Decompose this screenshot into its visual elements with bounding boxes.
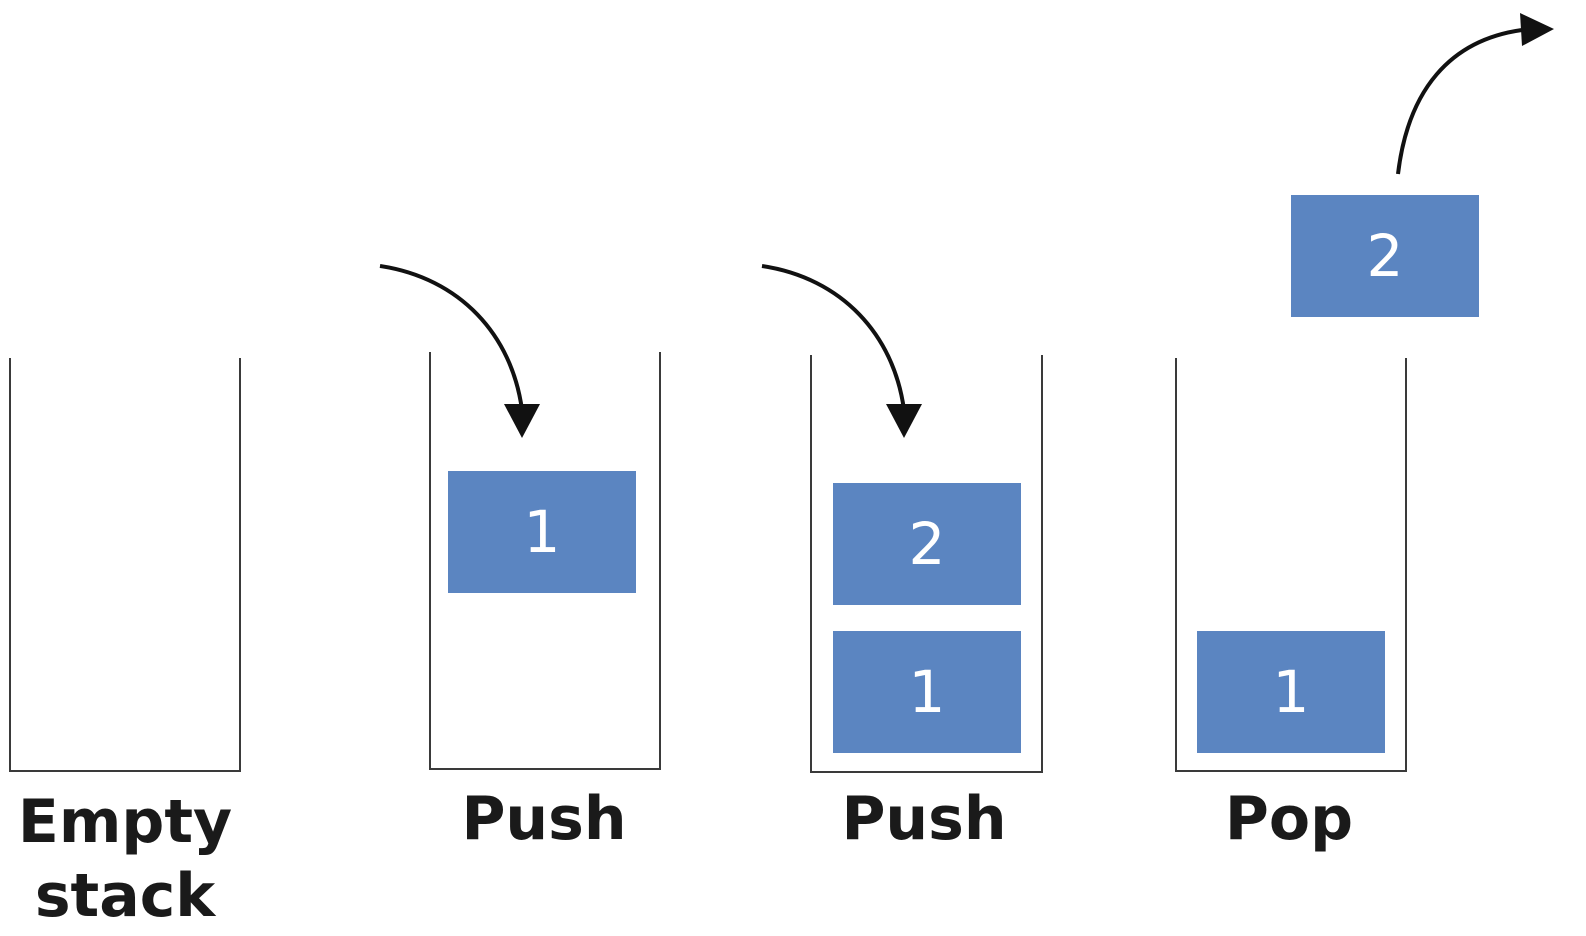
stack-push-1-right-wall [659,352,661,770]
stack-push-2-right-wall [1041,355,1043,773]
stack-push-2-floor [810,771,1043,773]
stack-empty-right-wall [239,358,241,772]
popped-block: 2 [1291,195,1479,317]
pop-arrow-icon [1396,13,1554,175]
stage-label-push-2: Push [841,784,1007,854]
stack-pop-floor [1175,770,1407,772]
push-1-arrow-icon [379,264,540,438]
stage-label-push-1: Push [461,784,627,854]
stack-empty-left-wall [9,358,11,772]
stack-block: 1 [1197,631,1385,753]
stack-push-1-floor [429,768,661,770]
stage-label-empty-line1: Empty [17,787,233,857]
stack-block: 1 [833,631,1021,753]
stack-push-1-left-wall [429,352,431,770]
stack-push-2-left-wall [810,355,812,773]
stack-block: 2 [833,483,1021,605]
stage-label-pop: Pop [1224,784,1354,854]
push-2-arrow-icon [761,264,922,438]
stack-empty-floor [9,770,241,772]
stage-label-empty: Empty stack [0,785,250,933]
stack-pop-left-wall [1175,358,1177,772]
stack-block: 1 [448,471,636,593]
stack-pop-right-wall [1405,358,1407,772]
stage-label-empty-line2: stack [34,861,216,931]
